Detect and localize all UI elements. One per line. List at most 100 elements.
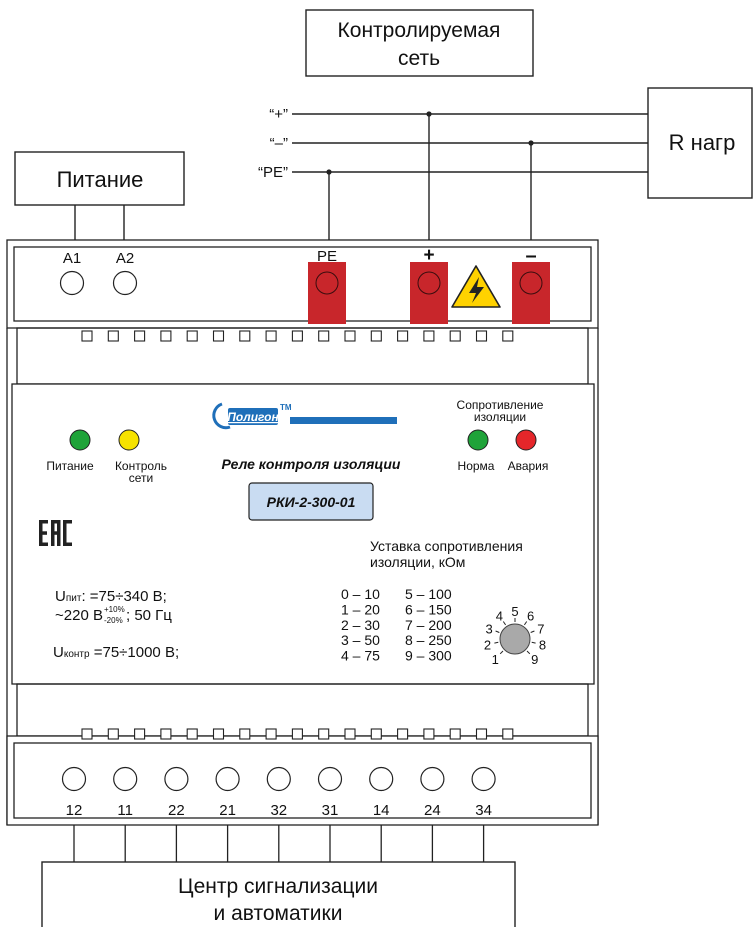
vent-slot <box>370 728 382 740</box>
dial-number: 8 <box>539 638 546 653</box>
insulation-title-2: изоляции <box>474 410 526 424</box>
output-terminal[interactable] <box>266 766 291 792</box>
dial-number: 3 <box>485 621 492 636</box>
vent-slot <box>291 330 303 342</box>
terminal-a1[interactable] <box>59 270 85 296</box>
output-terminal[interactable] <box>317 766 343 792</box>
output-terminal-label: 14 <box>373 802 390 819</box>
led-network-control <box>118 429 140 451</box>
vent-slot <box>397 330 409 342</box>
output-terminal[interactable] <box>215 766 240 792</box>
dial-number: 9 <box>531 652 538 667</box>
vent-slot <box>107 728 119 740</box>
ac-frequency: ; 50 Гц <box>126 607 172 624</box>
dial-tick <box>530 630 535 633</box>
u-pit-line: Uпит: =75÷340 В; <box>55 588 167 605</box>
model-plate <box>248 482 374 521</box>
dial-number: 5 <box>511 604 518 619</box>
led-norm-label: Норма <box>458 459 495 473</box>
led-alarm-label: Авария <box>508 459 549 473</box>
vent-slot <box>475 728 488 740</box>
vent-slots-top <box>81 330 514 342</box>
dial-tick <box>531 641 536 644</box>
vent-slot <box>186 330 198 342</box>
led-alarm <box>515 429 537 451</box>
output-terminal-label: 11 <box>117 802 133 819</box>
terminal-a2[interactable] <box>112 270 138 296</box>
ac-tolerance-plus: +10% <box>104 605 125 614</box>
setpoint-row-right: 8 – 250 <box>405 632 452 648</box>
terminal-plus-label: + <box>423 245 434 266</box>
setpoint-row-left: 0 – 10 <box>341 586 380 602</box>
setpoint-title-1: Уставка сопротивления <box>370 538 523 554</box>
led-power <box>69 429 91 451</box>
setpoint-row-left: 4 – 75 <box>341 648 380 664</box>
terminal-plus[interactable] <box>417 271 441 295</box>
ac-tolerance-minus: -20% <box>104 616 123 625</box>
output-terminal[interactable] <box>164 766 189 792</box>
led-norm <box>467 429 489 451</box>
vent-slot <box>81 330 93 342</box>
output-terminal[interactable] <box>420 766 445 792</box>
dial-tick <box>502 621 507 626</box>
device-title: Реле контроля изоляции <box>222 456 401 472</box>
vent-slot <box>212 330 225 342</box>
dial-number: 6 <box>527 609 534 624</box>
setpoint-title-2: изоляции, кОм <box>370 554 465 570</box>
brand-logo: Полигон TM <box>212 402 397 430</box>
high-voltage-warning-icon <box>451 265 501 308</box>
top-terminals: A1 A2 PE + – <box>59 245 550 324</box>
vent-slot <box>186 728 198 740</box>
output-terminal[interactable] <box>471 766 496 792</box>
wire-minus-label: “–” <box>270 135 288 152</box>
vent-slot <box>81 728 93 740</box>
vent-slot <box>160 330 172 342</box>
terminal-a2-label: A2 <box>116 250 134 267</box>
terminal-a1-label: A1 <box>63 250 81 267</box>
vent-slot <box>502 330 514 342</box>
brand-name: Полигон <box>227 410 279 424</box>
controlled-network-box: Контролируемая сеть <box>305 9 534 77</box>
setpoint-row-right: 9 – 300 <box>405 648 452 664</box>
vent-slot <box>265 330 277 342</box>
terminal-minus[interactable] <box>519 271 543 295</box>
output-terminal-label: 32 <box>270 802 287 819</box>
dial-number: 2 <box>484 638 491 653</box>
setpoint-row-right: 6 – 150 <box>405 601 452 617</box>
vent-slot <box>423 728 435 740</box>
output-terminal[interactable] <box>369 766 394 792</box>
terminal-pe[interactable] <box>315 271 339 295</box>
vent-slot <box>370 330 382 342</box>
power-box: Питание <box>14 151 185 206</box>
wire-pe-label: “PE” <box>258 164 288 181</box>
dial-number: 7 <box>537 621 544 636</box>
power-specs: Uпит: =75÷340 В; ~220 В +10% -20% ; 50 Г… <box>53 588 179 661</box>
vent-slot <box>502 728 514 740</box>
status-leds: Питание Контроль сети Сопротивление изол… <box>46 398 548 485</box>
setpoint-dial-knob[interactable] <box>499 623 531 655</box>
terminal-minus-label: – <box>525 245 536 267</box>
vent-slot <box>239 330 251 342</box>
dial-tick <box>495 630 500 633</box>
vent-slot <box>344 728 356 740</box>
vent-slot <box>134 330 146 342</box>
setpoint-row-right: 7 – 200 <box>405 617 452 633</box>
vent-slot <box>423 330 435 342</box>
output-terminal-label: 24 <box>424 802 441 819</box>
vent-slot <box>318 330 330 342</box>
vent-slots-bottom <box>81 728 514 740</box>
dial-tick <box>523 621 528 626</box>
terminal-pe-label: PE <box>317 248 337 265</box>
brand-tm: TM <box>280 403 292 412</box>
output-terminal[interactable] <box>61 766 87 792</box>
vent-slot <box>265 728 277 740</box>
device-model: РКИ-2-300-01 <box>267 494 356 510</box>
dial-number: 4 <box>496 609 503 624</box>
vent-slot <box>344 330 356 342</box>
output-terminal[interactable] <box>113 766 138 792</box>
load-label: R нагр <box>669 130 736 155</box>
signal-center-box: Центр сигнализации и автоматики <box>41 861 516 927</box>
